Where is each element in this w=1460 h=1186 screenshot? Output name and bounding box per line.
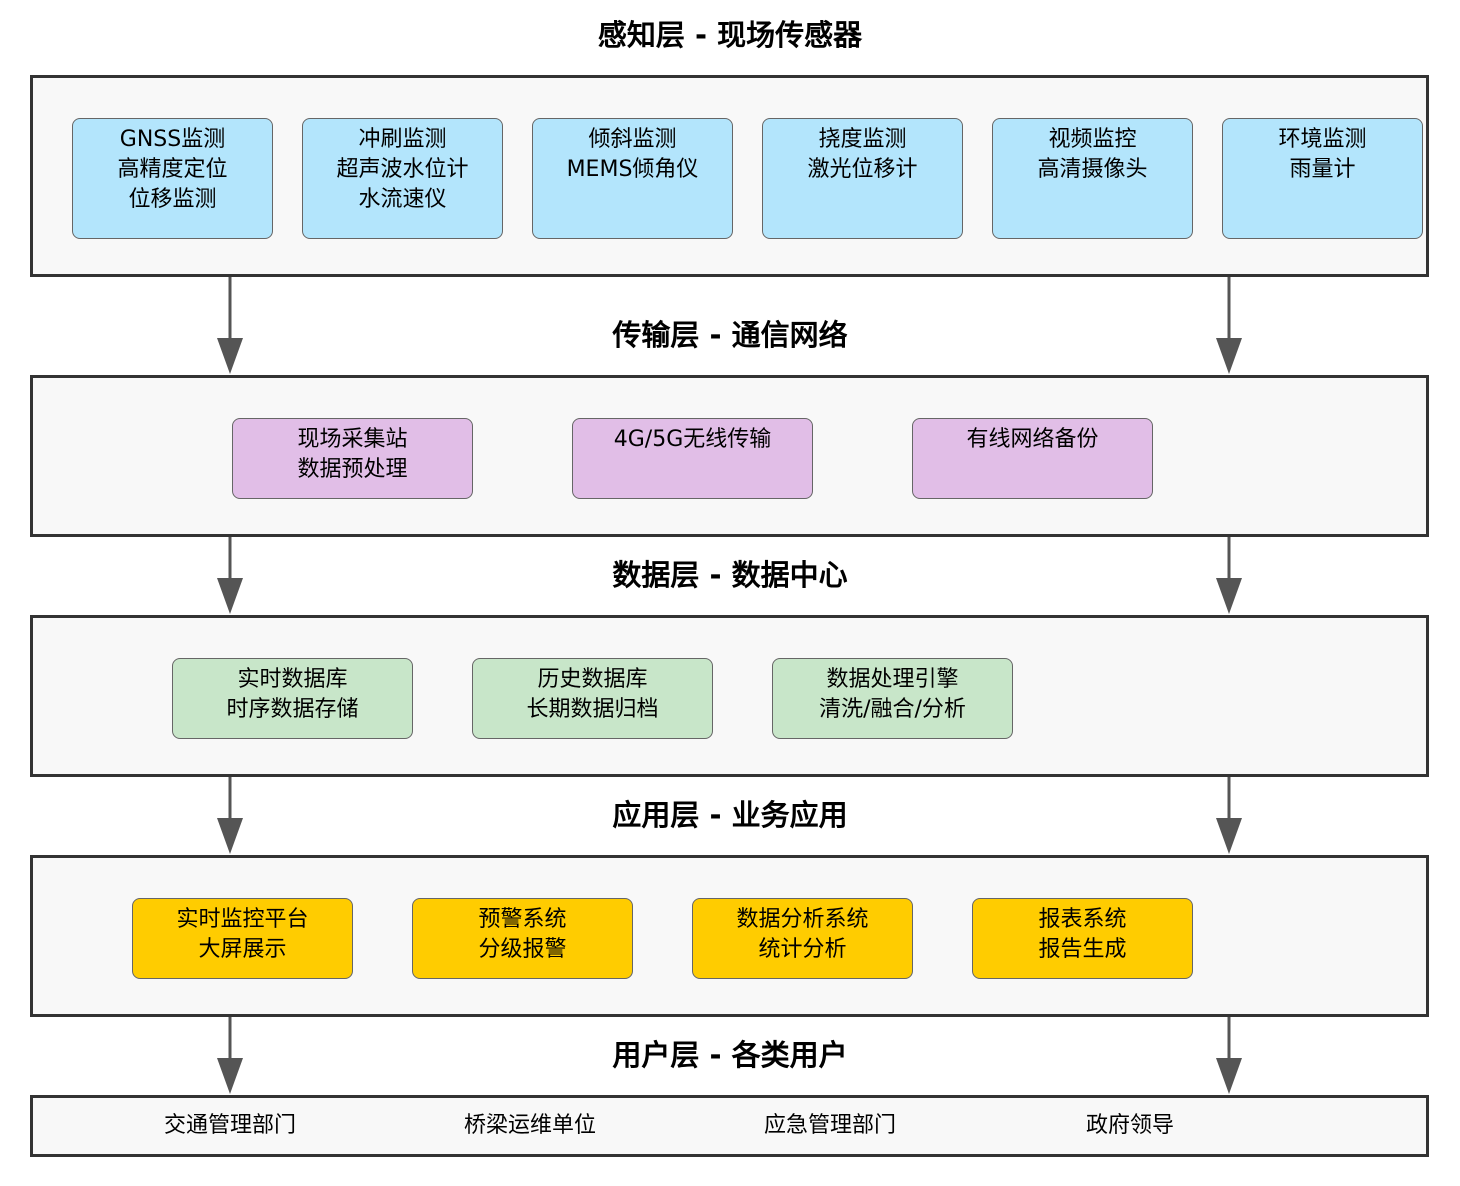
node-line: 冲刷监测 — [358, 127, 447, 152]
node-line: 激光位移计 — [807, 157, 918, 182]
node-line: 报表系统 — [1038, 907, 1127, 932]
user-government-leader: 政府领导 — [1085, 1113, 1174, 1138]
analysis-system-node[interactable]: 数据分析系统 统计分析 — [692, 898, 913, 979]
node-line: 历史数据库 — [537, 667, 648, 692]
node-line: 清洗/融合/分析 — [819, 697, 966, 722]
node-line: MEMS倾角仪 — [566, 157, 699, 182]
user-traffic-department: 交通管理部门 — [163, 1113, 296, 1138]
scour-monitor-node[interactable]: 冲刷监测 超声波水位计 水流速仪 — [302, 118, 503, 239]
application-layer-box: 实时监控平台 大屏展示 预警系统 分级报警 数据分析系统 统计分析 报表系统 报… — [30, 855, 1429, 1017]
node-line: 统计分析 — [758, 937, 847, 962]
report-system-node[interactable]: 报表系统 报告生成 — [972, 898, 1193, 979]
node-line: 大屏展示 — [198, 937, 287, 962]
node-line: 实时数据库 — [237, 667, 348, 692]
field-station-node[interactable]: 现场采集站 数据预处理 — [232, 418, 473, 499]
warning-system-node[interactable]: 预警系统 分级报警 — [412, 898, 633, 979]
node-line: 预警系统 — [478, 907, 567, 932]
perception-layer-box: GNSS监测 高精度定位 位移监测 冲刷监测 超声波水位计 水流速仪 倾斜监测 … — [30, 75, 1429, 277]
user-layer-title: 用户层 - 各类用户 — [612, 1038, 848, 1072]
user-layer-box: 交通管理部门 桥梁运维单位 应急管理部门 政府领导 — [30, 1095, 1429, 1157]
transport-layer-title: 传输层 - 通信网络 — [612, 318, 848, 352]
data-layer-box: 实时数据库 时序数据存储 历史数据库 长期数据归档 数据处理引擎 清洗/融合/分… — [30, 615, 1429, 777]
processing-engine-node[interactable]: 数据处理引擎 清洗/融合/分析 — [772, 658, 1013, 739]
node-line: 分级报警 — [478, 937, 567, 962]
monitor-platform-node[interactable]: 实时监控平台 大屏展示 — [132, 898, 353, 979]
node-line: 超声波水位计 — [336, 157, 469, 182]
node-line: 4G/5G无线传输 — [613, 427, 772, 452]
node-line: 报告生成 — [1038, 937, 1127, 962]
user-emergency-department: 应急管理部门 — [763, 1113, 896, 1138]
realtime-db-node[interactable]: 实时数据库 时序数据存储 — [172, 658, 413, 739]
node-line: 长期数据归档 — [526, 697, 659, 722]
node-line: 高精度定位 — [117, 157, 228, 182]
application-layer-title: 应用层 - 业务应用 — [612, 798, 848, 832]
deflection-monitor-node[interactable]: 挠度监测 激光位移计 — [762, 118, 963, 239]
node-line: 有线网络备份 — [966, 427, 1099, 452]
video-monitor-node[interactable]: 视频监控 高清摄像头 — [992, 118, 1193, 239]
node-line: 实时监控平台 — [176, 907, 309, 932]
data-layer-title: 数据层 - 数据中心 — [612, 558, 848, 592]
wired-backup-node[interactable]: 有线网络备份 — [912, 418, 1153, 499]
tilt-monitor-node[interactable]: 倾斜监测 MEMS倾角仪 — [532, 118, 733, 239]
wireless-transmission-node[interactable]: 4G/5G无线传输 — [572, 418, 813, 499]
node-line: 视频监控 — [1048, 127, 1137, 152]
node-line: 水流速仪 — [358, 187, 447, 212]
node-line: 高清摄像头 — [1037, 157, 1148, 182]
node-line: 时序数据存储 — [226, 697, 359, 722]
node-line: 位移监测 — [128, 187, 217, 212]
node-line: 数据处理引擎 — [826, 667, 959, 692]
node-line: 挠度监测 — [818, 127, 907, 152]
user-bridge-operator: 桥梁运维单位 — [463, 1113, 596, 1138]
node-line: 数据预处理 — [297, 457, 408, 482]
gnss-monitor-node[interactable]: GNSS监测 高精度定位 位移监测 — [72, 118, 273, 239]
node-line: 数据分析系统 — [736, 907, 869, 932]
node-line: 倾斜监测 — [588, 127, 677, 152]
node-line: 环境监测 — [1278, 127, 1367, 152]
history-db-node[interactable]: 历史数据库 长期数据归档 — [472, 658, 713, 739]
transport-layer-box: 现场采集站 数据预处理 4G/5G无线传输 有线网络备份 — [30, 375, 1429, 537]
perception-layer-title: 感知层 - 现场传感器 — [597, 18, 863, 52]
node-line: GNSS监测 — [119, 127, 226, 152]
node-line: 雨量计 — [1289, 157, 1356, 182]
node-line: 现场采集站 — [297, 427, 408, 452]
environment-monitor-node[interactable]: 环境监测 雨量计 — [1222, 118, 1423, 239]
